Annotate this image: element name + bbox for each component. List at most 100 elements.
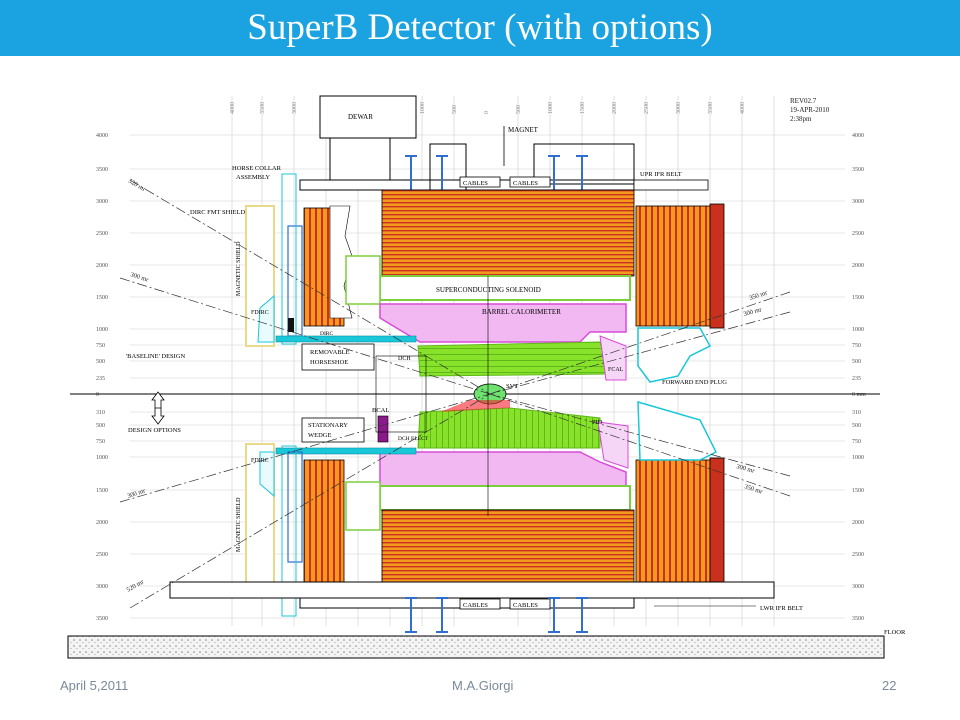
scale-left: 4000 3500 3000 2500 2000 1500 1000 750 5… — [96, 133, 108, 622]
lower-dirc-bar — [275, 447, 417, 455]
removable-horseshoe-label-2: HORSESHOE — [310, 359, 348, 366]
forward-end-plug-label: FORWARD END PLUG — [662, 379, 727, 386]
forward-end-plug — [637, 327, 712, 383]
upper-dch — [417, 341, 611, 377]
magnetic-shield-label: MAGNETIC SHIELD — [236, 241, 242, 296]
cables-box-upper-1 — [459, 176, 501, 188]
scale-right-label: 235 — [852, 376, 861, 382]
lower-barrel-calorimeter — [379, 451, 627, 487]
scale-top-label: 0 — [484, 111, 490, 114]
ibeams-bottom — [405, 597, 588, 633]
bcal — [377, 415, 389, 443]
scale-top-label: 2500 — [644, 102, 650, 114]
scale-right-label: 1500 — [852, 295, 864, 301]
removable-horseshoe-label-1: REMOVABLE — [310, 349, 350, 356]
upper-forward-ifr — [635, 205, 711, 327]
scale-right-label: 4000 — [852, 133, 864, 139]
pid — [597, 421, 629, 469]
scale-left-label: 3000 — [96, 199, 108, 205]
design-options-label: DESIGN OPTIONS — [128, 427, 181, 434]
cables-label: CABLES — [513, 180, 538, 187]
scale-left-label: 2000 — [96, 263, 108, 269]
revision-block: REV02.7 19-APR-2010 2:38pm — [790, 97, 830, 123]
magnetic-shield-label: MAGNETIC SHIELD — [236, 497, 242, 552]
lower-dch — [417, 407, 601, 449]
scale-left-label: 3000 — [96, 584, 108, 590]
upper-dirc-bar — [275, 335, 417, 343]
detector-diagram: 4000 3500 3000 2500 2000 1500 1000 750 5… — [67, 95, 906, 659]
dch-label: DCH — [398, 356, 411, 362]
scale-left-label: 1500 — [96, 295, 108, 301]
scale-top-label: 3500 — [708, 102, 714, 114]
bcal-label: BCAL — [372, 407, 389, 414]
angle-label-300-lower-right: 300 mr — [735, 463, 756, 475]
angle-label-300-lower: 300 mr — [126, 487, 147, 500]
dirc-fmt-shield-label: DIRC FMT SHIELD — [190, 209, 245, 216]
scale-left-label: 4000 — [96, 133, 108, 139]
lower-outer-frame — [169, 581, 775, 599]
scale-right-label: 3000 — [852, 584, 864, 590]
horse-collar-label-2: ASSEMBLY — [236, 174, 270, 181]
lower-backward-ifr — [303, 459, 345, 583]
scale-left-label: 3500 — [96, 167, 108, 173]
angle-label-300-upper-right: 300 mr — [743, 306, 764, 318]
scale-left-label: 1500 — [96, 488, 108, 494]
lwr-ifr-belt-label: LWR IFR BELT — [760, 605, 803, 612]
scale-right-label: 750 — [852, 439, 861, 445]
fcal-label: FCAL — [608, 367, 624, 373]
scale-right-label: 2500 — [852, 231, 864, 237]
revision-label: REV02.7 — [790, 97, 817, 105]
scale-right-label: 500 — [852, 359, 861, 365]
dewar — [319, 95, 417, 139]
dewar-label: DEWAR — [348, 113, 373, 121]
horse-collar-label-1: HORSE COLLAR — [232, 165, 282, 172]
scale-top-label: 1000 — [548, 102, 554, 114]
scale-left-label: 0 — [96, 392, 99, 398]
scale-top: 4000 3500 3000 2500 2000 1500 1000 500 0… — [230, 102, 746, 114]
scale-right-label: 1000 — [852, 327, 864, 333]
scale-right-label: 3500 — [852, 616, 864, 622]
scale-right-label: 2500 — [852, 552, 864, 558]
scale-left-label: 500 — [96, 359, 105, 365]
title-bar: SuperB Detector (with options) — [0, 0, 960, 56]
scale-top-label: 3000 — [292, 102, 298, 114]
swap-arrow-icon — [151, 391, 165, 425]
scale-top-label: 1000 — [420, 102, 426, 114]
scale-right-label: 2000 — [852, 520, 864, 526]
upper-barrel-ifr — [381, 189, 635, 277]
magnet-label: MAGNET — [508, 126, 539, 134]
scale-left-label: 2000 — [96, 520, 108, 526]
slide-title: SuperB Detector (with options) — [247, 7, 713, 48]
scale-top-label: 4000 — [230, 102, 236, 114]
footer-author: M.A.Giorgi — [452, 678, 514, 693]
floor-label: FLOOR — [884, 629, 906, 636]
scale-top-label: 3000 — [676, 102, 682, 114]
scale-top-label: 3500 — [260, 102, 266, 114]
revision-time: 2:38pm — [790, 115, 812, 123]
scale-top-label: 4000 — [740, 102, 746, 114]
fcal — [599, 335, 627, 381]
lower-forward-ifr — [635, 459, 711, 583]
page-number: 22 — [882, 678, 897, 693]
scale-left-label: 3500 — [96, 616, 108, 622]
scale-right-label: 500 — [852, 423, 861, 429]
scale-right-label: 1000 — [852, 455, 864, 461]
fdirc-label: FDIRC — [251, 310, 269, 316]
angle-label-350-lower: 350 mr — [743, 483, 764, 496]
revision-date: 19-APR-2010 — [790, 106, 830, 114]
cables-label: CABLES — [513, 602, 538, 609]
scale-left-label: 750 — [96, 439, 105, 445]
scale-top-label: 500 — [452, 105, 458, 114]
floor — [67, 635, 885, 659]
cables-box-lower-1 — [459, 598, 501, 610]
upper-barrel-calorimeter — [379, 303, 627, 343]
upr-ifr-belt-label: UPR IFR BELT — [640, 171, 682, 178]
scale-left-label: 310 — [96, 410, 105, 416]
scale-left-label: 2500 — [96, 231, 108, 237]
barrel-calorimeter-label: BARREL CALORIMETER — [482, 308, 561, 316]
scale-right-label: 3000 — [852, 199, 864, 205]
solenoid-label: SUPERCONDUCTING SOLENOID — [436, 286, 541, 294]
scale-left-label: 2500 — [96, 552, 108, 558]
scale-left-label: 750 — [96, 343, 105, 349]
scale-right-label: 0 mm — [852, 392, 866, 398]
